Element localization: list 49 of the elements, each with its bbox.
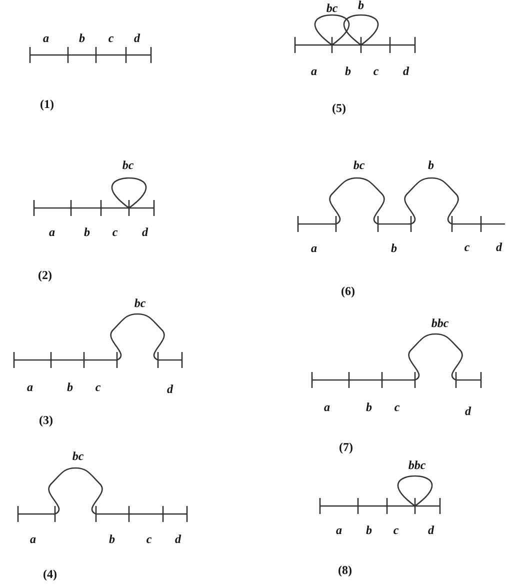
segment-label: b <box>391 242 397 254</box>
loop-label: bbc <box>431 317 449 329</box>
segment-label: b <box>109 533 115 545</box>
segment-label: b <box>345 65 351 77</box>
segment-label: c <box>112 226 118 238</box>
segment-label: a <box>30 533 36 545</box>
segment-label: d <box>134 32 140 44</box>
segment-label: b <box>366 524 372 536</box>
segment-label: d <box>142 226 148 238</box>
segment-label: c <box>146 533 152 545</box>
segment-label: a <box>336 524 342 536</box>
segment-label: d <box>167 383 173 395</box>
segment-label: a <box>311 65 317 77</box>
segment-label: a <box>311 242 317 254</box>
segment-label: c <box>393 524 399 536</box>
segment-label: b <box>67 381 73 393</box>
segment-label: a <box>49 226 55 238</box>
segment-label: a <box>324 401 330 413</box>
segment-label: c <box>95 381 101 393</box>
panel-number: (7) <box>339 441 353 453</box>
panel-number: (6) <box>341 285 355 297</box>
loop-label: bbc <box>408 459 426 471</box>
segment-label: b <box>79 32 85 44</box>
segment-label: a <box>27 381 33 393</box>
segment-label: a <box>43 32 49 44</box>
loop-label: bc <box>72 450 84 462</box>
segment-label: d <box>175 533 181 545</box>
panel-number: (2) <box>38 269 52 281</box>
panel-number: (8) <box>338 564 352 576</box>
panel-number: (1) <box>40 98 54 110</box>
panel-number: (5) <box>332 102 346 114</box>
segment-label: b <box>84 226 90 238</box>
segment-label: d <box>496 241 502 253</box>
segment-label: d <box>465 405 471 417</box>
loop-label: bc <box>353 159 365 171</box>
loop-label: bc <box>134 297 146 309</box>
segment-label: d <box>428 524 434 536</box>
loop-label: b <box>428 159 434 171</box>
segment-label: c <box>394 401 400 413</box>
loop-label: bc <box>326 2 338 14</box>
segment-label: c <box>108 32 114 44</box>
segment-label: b <box>366 401 372 413</box>
segment-label: d <box>403 65 409 77</box>
loop-label: b <box>358 0 364 11</box>
panel-number: (3) <box>39 414 53 426</box>
loop-label: bc <box>122 159 134 171</box>
segment-label: c <box>464 241 470 253</box>
segment-label: c <box>373 65 379 77</box>
panel-number: (4) <box>43 568 57 580</box>
